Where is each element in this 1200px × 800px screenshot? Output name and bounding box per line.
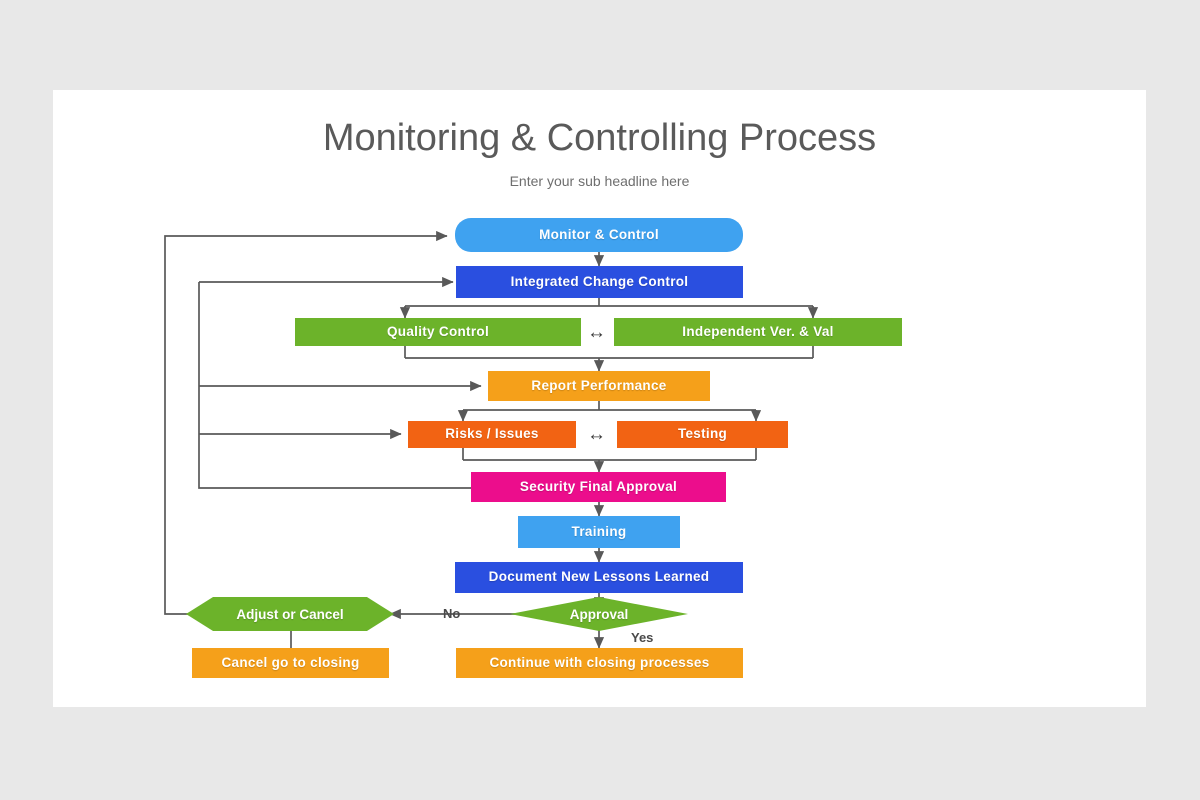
node-label: Continue with closing processes <box>489 654 710 670</box>
node-risks-issues[interactable]: Risks / Issues <box>408 421 576 448</box>
node-training[interactable]: Training <box>518 516 680 548</box>
node-label: Risks / Issues <box>445 426 539 442</box>
slide-card: Monitoring & Controlling Process Enter y… <box>53 90 1146 707</box>
flowchart-connectors <box>164 230 819 649</box>
node-label: Monitor & Control <box>539 226 659 242</box>
node-continue-with-closing-processes[interactable]: Continue with closing processes <box>456 648 743 678</box>
page-subtitle: Enter your sub headline here <box>509 173 690 189</box>
node-integrated-change-control[interactable]: Integrated Change Control <box>456 266 743 298</box>
node-cancel-go-to-closing[interactable]: Cancel go to closing <box>192 648 389 678</box>
edge-label-no: No <box>443 606 461 621</box>
node-label: Testing <box>677 426 728 442</box>
node-monitor-control[interactable]: Monitor & Control <box>455 218 743 252</box>
node-label: Approval <box>569 606 629 622</box>
bidirectional-arrow-orange: ↔ <box>587 424 606 445</box>
node-quality-control[interactable]: Quality Control <box>295 318 581 346</box>
node-testing[interactable]: Testing <box>617 421 788 448</box>
node-security-final-approval[interactable]: Security Final Approval <box>471 472 726 502</box>
node-label: Adjust or Cancel <box>236 606 344 622</box>
node-label: Quality Control <box>387 323 489 339</box>
node-independent-ver-val[interactable]: Independent Ver. & Val <box>614 318 902 346</box>
node-label: Cancel go to closing <box>221 654 360 670</box>
node-adjust-or-cancel[interactable]: Adjust or Cancel <box>186 597 394 631</box>
node-label: Document New Lessons Learned <box>488 569 710 585</box>
node-label: Report Performance <box>531 377 667 393</box>
node-label: Security Final Approval <box>519 478 678 494</box>
bidirectional-arrow-green: ↔ <box>587 322 606 343</box>
node-label: Independent Ver. & Val <box>682 323 834 339</box>
page-title: Monitoring & Controlling Process <box>322 117 877 159</box>
node-label: Integrated Change Control <box>510 273 689 289</box>
node-label: Training <box>571 523 627 539</box>
node-document-new-lessons-learned[interactable]: Document New Lessons Learned <box>455 562 743 593</box>
node-report-performance[interactable]: Report Performance <box>488 371 710 401</box>
edge-label-yes: Yes <box>631 630 654 645</box>
